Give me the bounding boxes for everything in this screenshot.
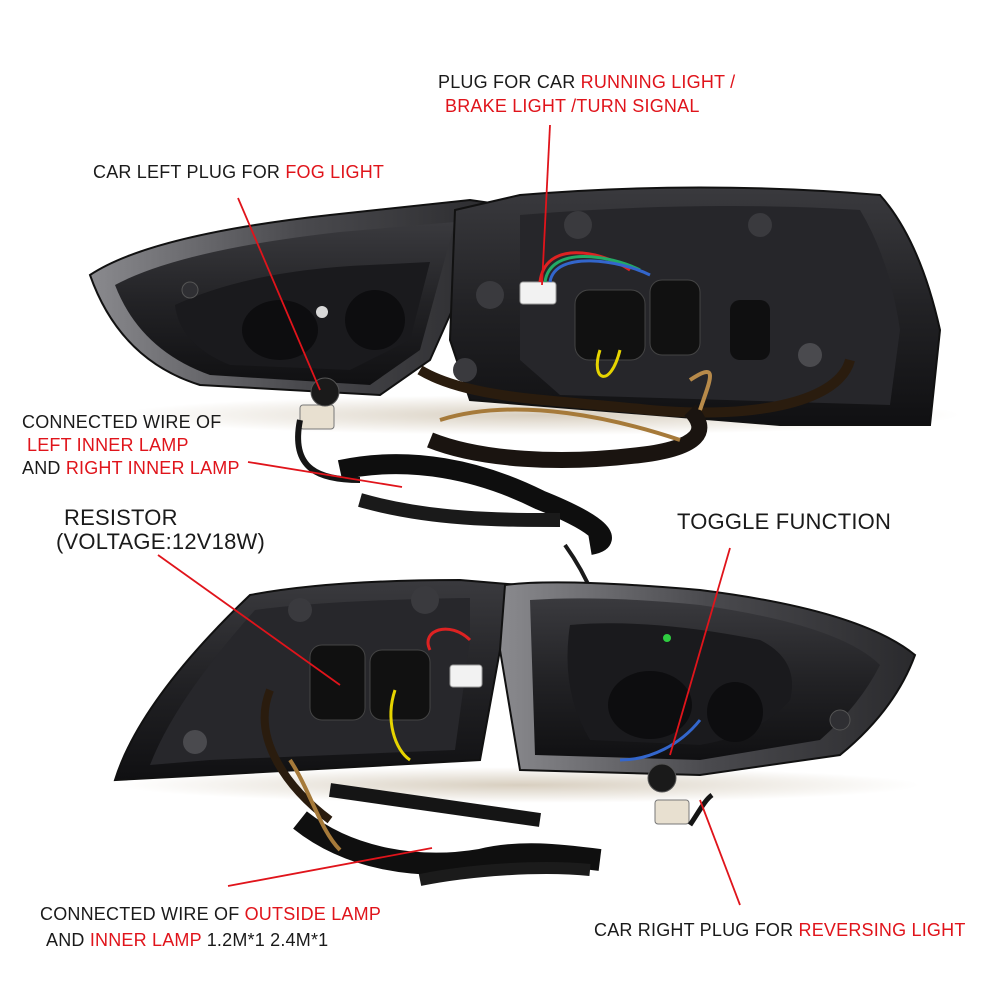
upper-taillight-set [88, 186, 960, 641]
outside-line2-prefix: AND [46, 930, 90, 950]
running-prefix: PLUG FOR CAR [438, 72, 581, 92]
brake-turn-label: BRAKE LIGHT /TURN SIGNAL [445, 96, 700, 116]
resistor-voltage-label: (VOLTAGE:12V18W) [56, 529, 265, 554]
outside-line2-red: INNER LAMP [89, 930, 202, 950]
inner-wire-label-line1: CONNECTED WIRE OF [22, 412, 222, 432]
resistor-label: RESISTOR [64, 505, 178, 530]
inner-lamp-length-label: AND INNER LAMP 1.2M*1 2.4M*1 [46, 928, 328, 952]
callout-reversing-line [699, 799, 741, 906]
inner-line3-red: RIGHT INNER LAMP [65, 458, 240, 478]
fog-red-text: FOG LIGHT [285, 162, 385, 182]
callout-resistor-line [157, 554, 341, 686]
callout-fog-line [237, 197, 321, 391]
outside-prefix: CONNECTED WIRE OF [40, 904, 245, 924]
fog-light-label: CAR LEFT PLUG FOR FOG LIGHT [93, 160, 384, 184]
fog-prefix: CAR LEFT PLUG FOR [93, 162, 286, 182]
lower-taillight-set [113, 578, 920, 886]
running-red-text: RUNNING LIGHT / [580, 72, 736, 92]
reversing-light-label: CAR RIGHT PLUG FOR REVERSING LIGHT [594, 918, 966, 942]
running-light-label: PLUG FOR CAR RUNNING LIGHT / [438, 70, 735, 94]
reversing-red-text: REVERSING LIGHT [798, 920, 966, 940]
callout-inner-line [247, 461, 403, 488]
inner-line3-prefix: AND [22, 458, 66, 478]
outside-line2-suffix: 1.2M*1 2.4M*1 [201, 930, 329, 950]
callout-toggle-line [669, 547, 731, 756]
outside-red-text: OUTSIDE LAMP [244, 904, 382, 924]
callout-outside-line [227, 847, 433, 887]
callout-running-line [541, 124, 551, 286]
inner-wire-label-line2: LEFT INNER LAMP [27, 435, 189, 455]
callout-lines [157, 124, 741, 906]
toggle-function-label: TOGGLE FUNCTION [677, 509, 892, 534]
outside-wire-label: CONNECTED WIRE OF OUTSIDE LAMP [40, 902, 381, 926]
inner-wire-label-line3: AND RIGHT INNER LAMP [22, 456, 240, 480]
reversing-prefix: CAR RIGHT PLUG FOR [594, 920, 799, 940]
